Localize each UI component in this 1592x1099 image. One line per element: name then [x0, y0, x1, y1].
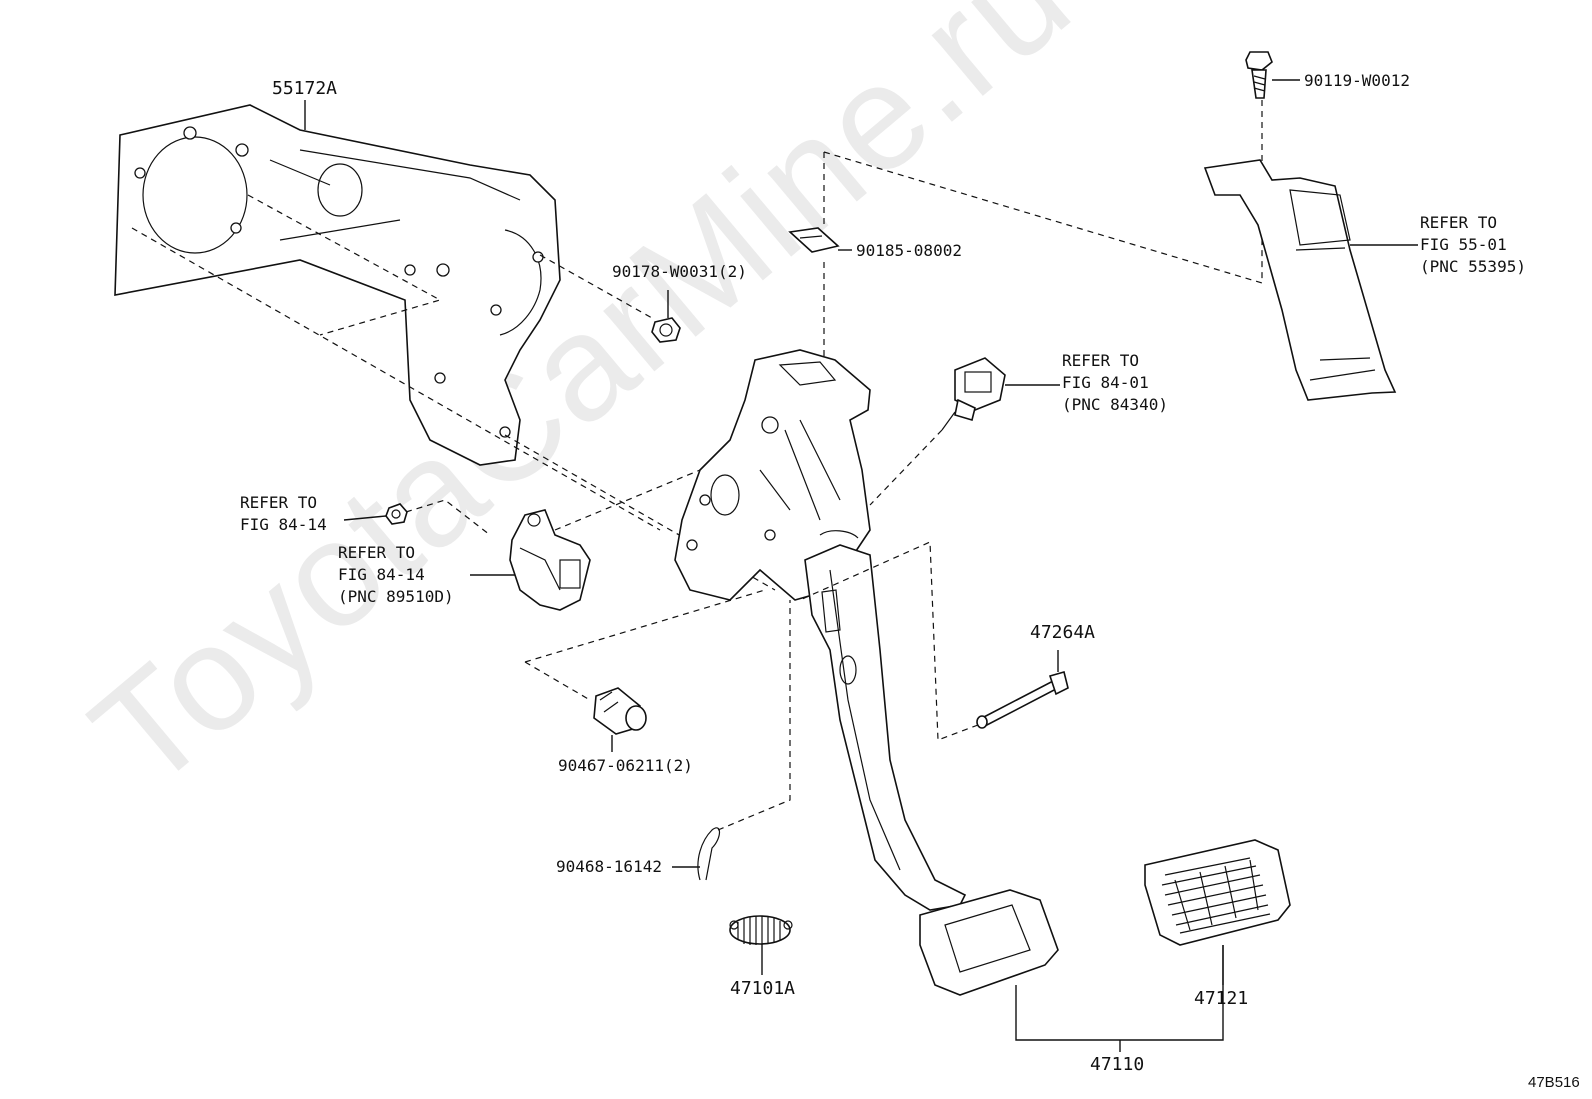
- nut-90178-w0031[interactable]: [651, 317, 681, 343]
- label-47110: 47110: [1090, 1054, 1145, 1075]
- label-90178-w0031: 90178-W0031(2): [612, 262, 747, 281]
- label-90185-08002: 90185-08002: [856, 241, 962, 260]
- assembly-line-bracket-1: [131, 227, 661, 531]
- pedal-stroke-sensor-89510d[interactable]: [509, 509, 591, 611]
- return-spring-47101a[interactable]: [729, 915, 793, 945]
- label-refer-fig-84-14-nut: REFER TO FIG 84-14: [240, 493, 327, 534]
- assembly-line-bushing: [524, 589, 766, 701]
- bolt-90119-w0012[interactable]: [1245, 51, 1273, 99]
- label-refer-fig-84-14-sensor: REFER TO FIG 84-14 (PNC 89510D): [338, 543, 454, 606]
- bracket-47110: [1015, 945, 1224, 1052]
- pedal-pad-47121[interactable]: [1144, 839, 1291, 946]
- label-90119-w0012: 90119-W0012: [1304, 71, 1410, 90]
- figure-id: 47B516: [1528, 1074, 1580, 1091]
- pin-47264a[interactable]: [976, 671, 1069, 729]
- assembly-line-clip-pin: [717, 600, 791, 831]
- assembly-line-top: [823, 151, 1263, 284]
- assembly-line-nut: [405, 499, 491, 536]
- label-47264a: 47264A: [1030, 622, 1096, 643]
- clip-90468-16142[interactable]: [697, 827, 721, 881]
- label-90467-06211: 90467-06211(2): [558, 756, 693, 775]
- assembly-line-pin: [799, 541, 979, 741]
- bracket-55172a[interactable]: [114, 104, 561, 466]
- bushing-90467-06211[interactable]: [593, 687, 647, 735]
- brake-pedal-arm-47110[interactable]: [804, 530, 967, 911]
- cover-bracket-55395[interactable]: [1203, 159, 1397, 401]
- label-47101a: 47101A: [730, 978, 796, 999]
- label-90468-16142: 90468-16142: [556, 857, 662, 876]
- assembly-line-switch: [869, 429, 943, 506]
- leader-refer-84-14-nut: [343, 515, 387, 521]
- stop-lamp-switch-84340[interactable]: [941, 357, 1006, 431]
- assembly-line-sensor: [554, 469, 701, 531]
- assembly-line-bracket-4: [504, 434, 776, 591]
- clip-90185-08002[interactable]: [788, 227, 840, 253]
- assembly-line-bracket-2: [247, 194, 442, 336]
- label-refer-fig-84-01: REFER TO FIG 84-01 (PNC 84340): [1062, 351, 1168, 414]
- pedal-pad-base[interactable]: [919, 889, 1059, 996]
- label-55172a: 55172A: [272, 78, 338, 99]
- label-47121: 47121: [1194, 988, 1249, 1009]
- nut-refer-84-14[interactable]: [385, 503, 408, 525]
- pedal-support-bracket[interactable]: [674, 349, 871, 601]
- label-refer-fig-55-01: REFER TO FIG 55-01 (PNC 55395): [1420, 213, 1526, 276]
